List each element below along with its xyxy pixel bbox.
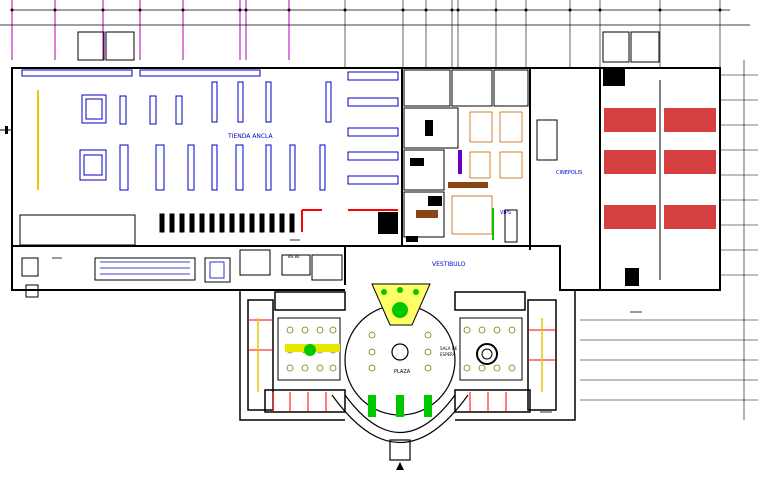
plaza-label: PLAZA <box>394 369 411 375</box>
dimension-lines-right <box>580 60 758 420</box>
cinema-label: CINEPOLIS <box>556 170 582 176</box>
fountain-east-inner <box>481 348 493 360</box>
anchor-store-label: TIENDA ANCLA <box>227 133 274 140</box>
kitchen-equipment <box>406 120 442 242</box>
entry-trees <box>381 287 419 318</box>
vestibule-label: VESTIBULO <box>432 261 466 268</box>
lower-left-fixtures <box>100 261 225 279</box>
grid-ticks <box>0 9 750 26</box>
exit-signs <box>52 239 642 413</box>
tree-west <box>304 344 316 356</box>
column-grid <box>11 0 290 60</box>
left-exterior <box>0 129 39 298</box>
anchor-red-walls <box>301 209 398 232</box>
lobby-area-label-2: ESPERA <box>440 352 456 357</box>
vips-partition <box>458 150 462 174</box>
entrance-arrow <box>396 462 404 470</box>
anchor-stair <box>378 212 398 234</box>
food-court-east <box>459 317 523 381</box>
grid-markers <box>10 8 722 12</box>
plaza-planters <box>368 395 432 417</box>
cinema-stairs <box>603 68 639 286</box>
fountain-east <box>476 343 498 365</box>
restaurant-tables <box>451 111 523 235</box>
vips-label: VIPS <box>500 210 511 216</box>
lower-left-rooms <box>19 214 343 283</box>
loading-note: BS 84 <box>288 254 300 259</box>
dining-tables <box>286 326 516 372</box>
building-walls <box>11 67 721 291</box>
loading-docks <box>77 31 660 63</box>
restaurant-block <box>403 69 529 238</box>
lower-yellow-lines <box>257 318 543 392</box>
checkout-lanes <box>159 213 295 233</box>
anchor-store-shelving <box>21 69 399 191</box>
grid-verticals <box>344 0 721 68</box>
cinema-block <box>504 67 721 291</box>
central-plaza <box>331 304 469 461</box>
lower-wings <box>239 290 576 421</box>
lobby-area-label: SALA DE <box>440 346 458 351</box>
cinema-seating <box>604 108 716 229</box>
wood-counter <box>416 182 488 218</box>
left-marker <box>5 126 8 134</box>
